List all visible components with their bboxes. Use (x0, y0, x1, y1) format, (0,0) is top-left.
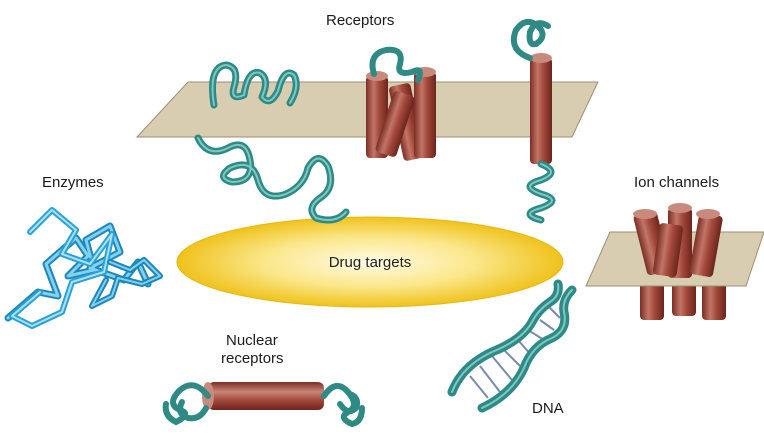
membrane-receptor-icon (135, 18, 599, 224)
ion-channel-icon (585, 203, 764, 320)
enzymes-label: Enzymes (42, 174, 104, 191)
nuclear-receptors-label-line1: Nuclear (226, 332, 278, 349)
enzyme-ribbon-icon (4, 207, 163, 329)
dna-label: DNA (532, 400, 564, 417)
drug-targets-ellipse (176, 216, 564, 308)
dna-helix-icon (447, 279, 577, 413)
drug-targets-label: Drug targets (328, 254, 412, 271)
nuclear-receptors-label-line2: receptors (221, 350, 284, 367)
nuclear-receptor-icon (162, 382, 365, 428)
ion-channels-label: Ion channels (634, 174, 720, 191)
receptors-label: Receptors (326, 12, 395, 29)
